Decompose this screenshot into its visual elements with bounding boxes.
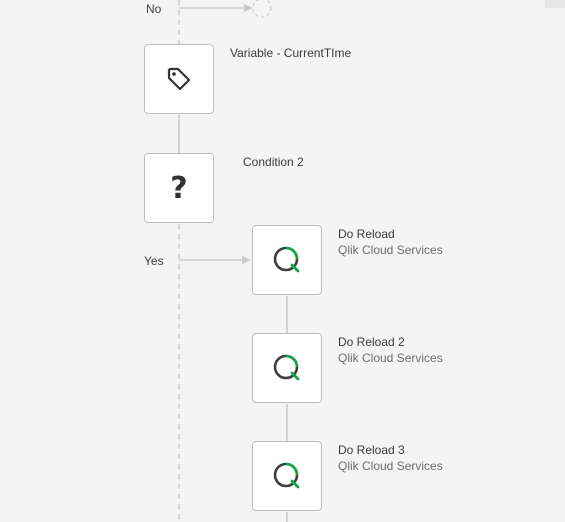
empty-node-placeholder xyxy=(252,0,272,18)
arrow-head xyxy=(242,256,251,264)
reload-block-2-title: Do Reload 2 xyxy=(338,335,405,349)
reload-block-3-subtitle: Qlik Cloud Services xyxy=(338,459,443,473)
reload-block-2[interactable] xyxy=(252,333,322,403)
reload-block-3-title: Do Reload 3 xyxy=(338,443,405,457)
variable-block[interactable] xyxy=(144,44,214,114)
scroll-corner xyxy=(545,0,565,8)
question-mark-icon: ? xyxy=(170,170,188,206)
qlik-icon xyxy=(273,246,300,273)
variable-block-title: Variable - CurrentTIme xyxy=(230,46,352,60)
condition-block[interactable]: ? xyxy=(144,153,214,223)
no-branch-label: No xyxy=(146,2,162,16)
condition-block-title: Condition 2 xyxy=(243,155,304,169)
reload-block-3[interactable] xyxy=(252,441,322,511)
arrow-head xyxy=(244,4,253,12)
yes-branch-label: Yes xyxy=(144,254,164,268)
reload-block-1[interactable] xyxy=(252,225,322,295)
reload-block-2-subtitle: Qlik Cloud Services xyxy=(338,351,443,365)
tag-icon xyxy=(167,67,191,91)
qlik-icon xyxy=(273,462,300,489)
reload-block-1-title: Do Reload xyxy=(338,227,395,241)
qlik-icon xyxy=(273,354,300,381)
reload-block-1-subtitle: Qlik Cloud Services xyxy=(338,243,443,257)
